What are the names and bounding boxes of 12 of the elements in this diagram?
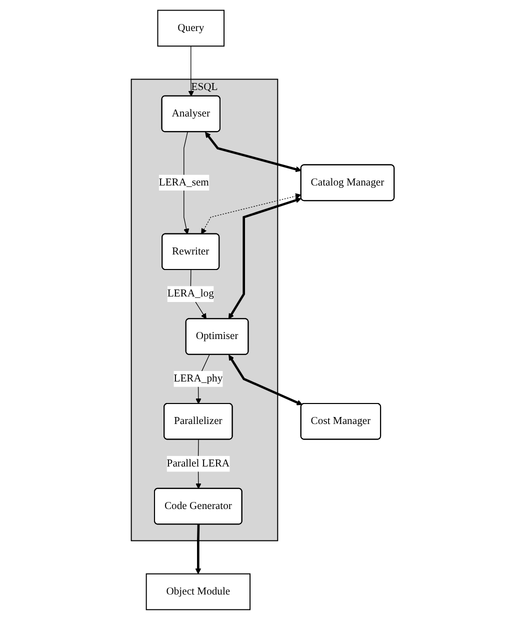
edge-label: LERA_sem xyxy=(158,176,209,188)
arrow xyxy=(200,193,301,234)
node-box: Object Module xyxy=(146,573,250,610)
edge-label: Parallel LERA xyxy=(166,458,230,470)
arrow xyxy=(204,132,302,172)
node-box: Query xyxy=(157,10,224,47)
edge-label: LERA_phy xyxy=(174,372,222,384)
arrow xyxy=(228,354,302,406)
arrow xyxy=(188,46,194,96)
arrow xyxy=(195,524,201,574)
edge-label: LERA_log xyxy=(167,288,214,300)
arrow xyxy=(228,197,302,320)
